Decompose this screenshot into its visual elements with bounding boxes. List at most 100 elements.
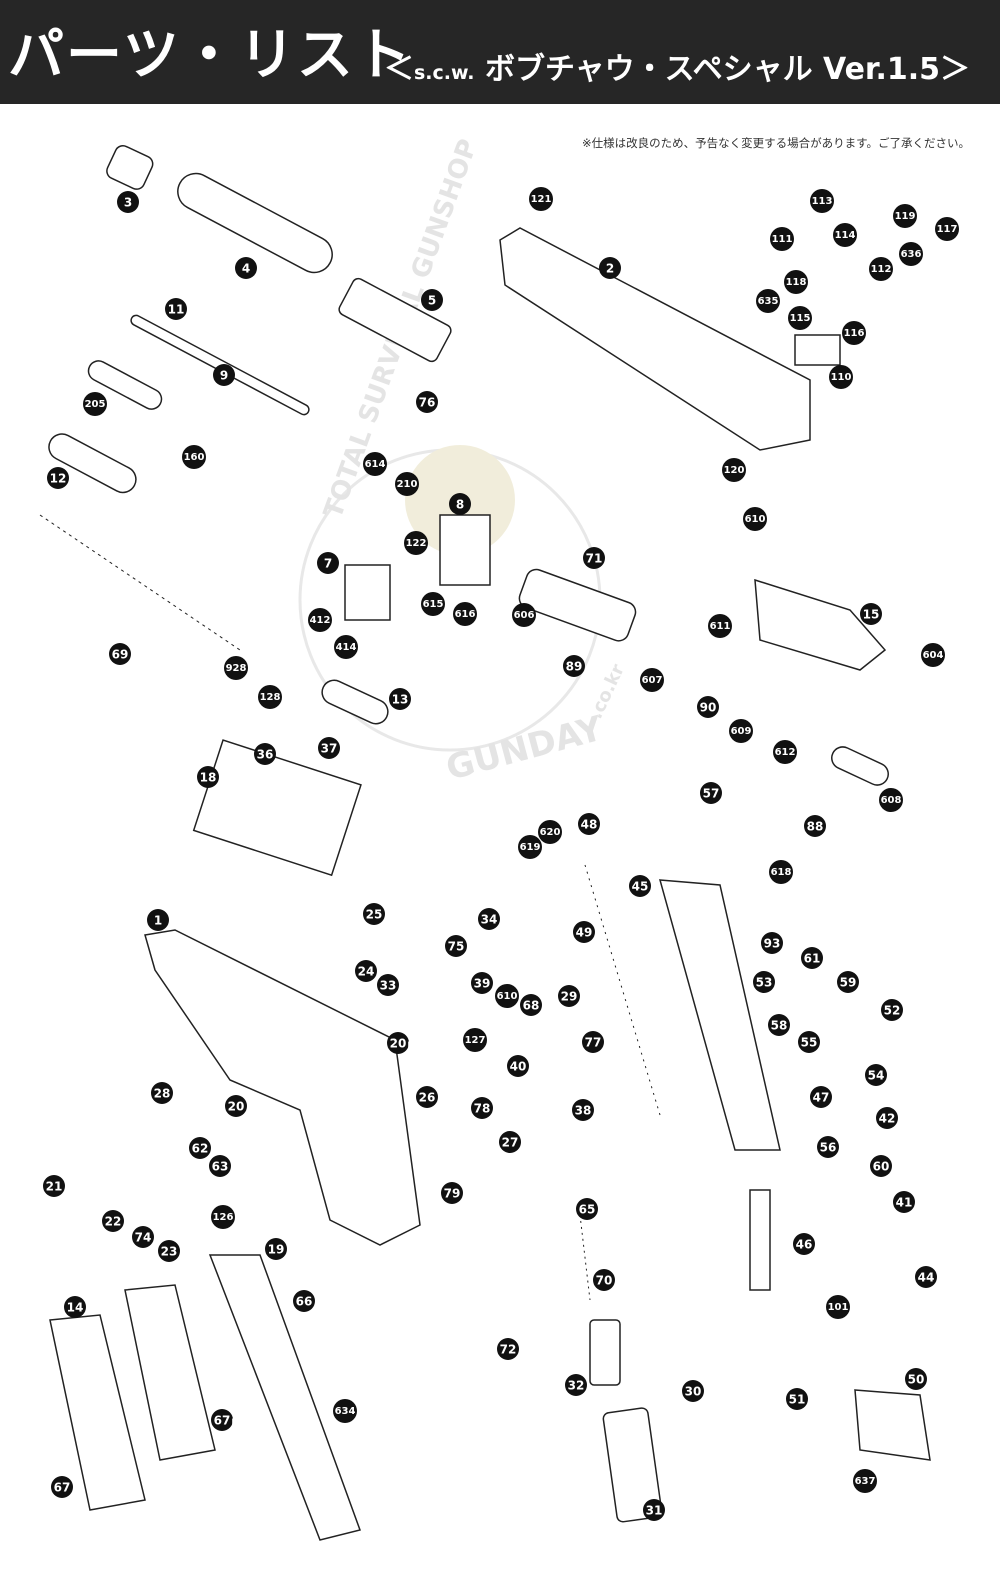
callout-number: 618 [771,867,792,878]
callout-number: 89 [566,660,583,674]
callout-marker [258,685,282,709]
callout-marker [837,971,859,993]
part-callout-610: 610 [743,507,767,531]
callout-marker [51,1476,73,1498]
part-callout-2: 2 [599,257,621,279]
part-45-magazine [658,879,781,1151]
callout-marker [117,191,139,213]
callout-marker [865,1064,887,1086]
callout-marker [829,365,853,389]
part-callout-12: 12 [47,467,69,489]
callout-marker [441,1182,463,1204]
callout-number: 637 [855,1476,876,1487]
part-callout-616: 616 [453,602,477,626]
callout-number: 7 [324,557,332,571]
callout-number: 4 [242,262,250,276]
callout-number: 18 [200,771,217,785]
part-32-hammer-strut [589,1319,621,1386]
part-callout-615: 615 [421,592,445,616]
callout-marker [869,257,893,281]
callout-marker [165,298,187,320]
callout-marker [810,1086,832,1108]
callout-number: 71 [586,552,603,566]
part-callout-72: 72 [497,1338,519,1360]
callout-number: 609 [731,726,752,737]
callout-number: 12 [50,472,67,486]
callout-number: 112 [871,264,892,275]
page-title: パーツ・リスト [8,23,413,88]
callout-number: 37 [321,742,338,756]
callout-marker [211,1409,233,1431]
part-callout-44: 44 [915,1266,937,1288]
callout-marker [576,1198,598,1220]
callout-marker [876,1107,898,1129]
part-callout-126: 126 [211,1205,235,1229]
part-callout-31: 31 [643,1499,665,1521]
callout-number: 67 [54,1481,71,1495]
callout-marker [182,445,206,469]
callout-marker [453,602,477,626]
part-callout-4: 4 [235,257,257,279]
part-callout-121: 121 [529,187,553,211]
callout-number: 29 [561,990,578,1004]
callout-number: 607 [642,675,663,686]
callout-marker [643,1499,665,1521]
callout-number: 113 [812,196,833,207]
part-callout-609: 609 [729,719,753,743]
callout-number: 9 [220,369,228,383]
header-bar: パーツ・リスト ＜s.c.w. ボブチャウ・スペシャル Ver.1.5＞ [0,0,1000,104]
callout-marker [471,1097,493,1119]
part-callout-101: 101 [826,1295,850,1319]
callout-marker [518,835,542,859]
callout-marker [43,1175,65,1197]
part-callout-76: 76 [416,391,438,413]
callout-marker [893,204,917,228]
callout-marker [599,257,621,279]
part-callout-53: 53 [753,971,775,993]
part-2-slide [499,227,811,451]
product-prefix: s.c.w. [413,62,475,84]
callout-suffix: L [72,1485,80,1500]
callout-number: 23 [161,1245,178,1259]
callout-number: 635 [758,296,779,307]
callout-marker [449,493,471,515]
part-4-outer-barrel [177,172,333,274]
part-callout-60: 60 [870,1155,892,1177]
part-callout-637: 637 [853,1469,877,1493]
part-callout-32: 32 [565,1374,587,1396]
watermark-domain: .co.kr [585,661,628,722]
callout-marker [318,737,340,759]
callout-number: 55 [801,1036,818,1050]
part-12-guide [48,433,137,494]
part-callout-608: 608 [879,788,903,812]
callout-marker [416,1086,438,1108]
part-callout-205: 205 [83,392,107,416]
callout-number: 26 [419,1091,436,1105]
callout-number: 30 [685,1385,702,1399]
part-637-mag-base [854,1389,931,1461]
part-callout-69: 69 [109,643,131,665]
part-callout-62: 62 [189,1137,211,1159]
part-606-cylinder [518,568,637,642]
callout-number: 58 [771,1019,788,1033]
callout-number: 24 [358,965,375,979]
part-callout-79: 79 [441,1182,463,1204]
callout-marker [389,688,411,710]
callout-marker [478,908,500,930]
part-callout-74: 74 [132,1226,154,1248]
callout-number: 27 [502,1136,519,1150]
part-callout-54: 54 [865,1064,887,1086]
callout-marker [753,971,775,993]
callout-marker [700,782,722,804]
part-callout-8: 8 [449,493,471,515]
part-callout-41: 41 [893,1191,915,1213]
part-callout-114: 114 [833,223,857,247]
callout-marker [786,1388,808,1410]
callout-suffix: R [231,1418,241,1433]
part-callout-128: 128 [258,685,282,709]
callout-number: 20 [228,1100,245,1114]
callout-number: 69 [112,648,129,662]
part-callout-606: 606 [512,603,536,627]
callout-marker [826,1295,850,1319]
